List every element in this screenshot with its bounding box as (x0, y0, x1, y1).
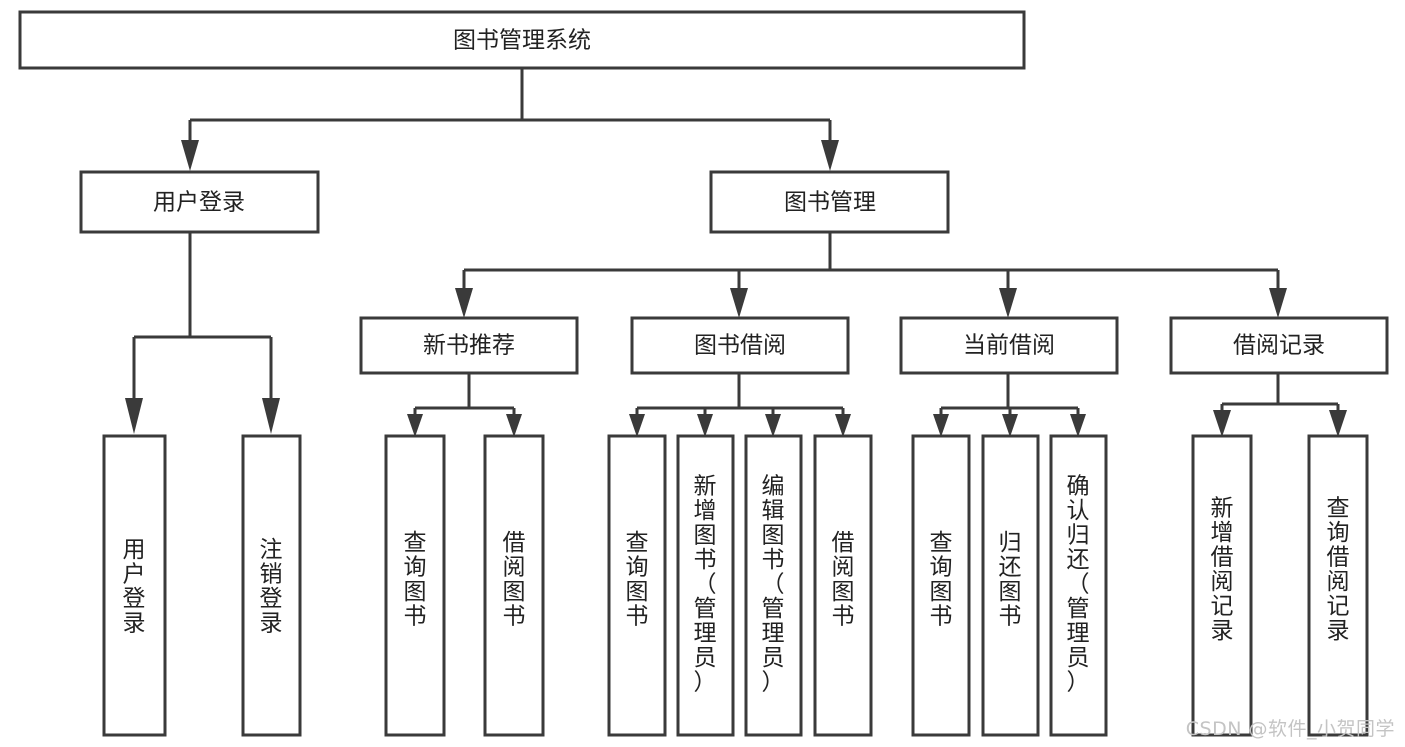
node-borrow-record-label: 借阅记录 (1233, 333, 1325, 359)
node-leaf-query-book-1[interactable]: 查询图书 (384, 434, 446, 737)
csdn-watermark: CSDN @软件_小贺同学 (1185, 718, 1395, 740)
node-leaf-add-book-box[interactable] (676, 434, 735, 737)
arrow-bb-leaf-4 (835, 414, 851, 437)
node-book-borrow[interactable]: 图书借阅 (630, 316, 850, 375)
arrow-cb-leaf-1 (933, 414, 949, 437)
node-leaf-return-book[interactable]: 归还图书 (981, 434, 1040, 737)
node-user-login-label: 用户登录 (153, 190, 245, 216)
node-leaf-user-login-box[interactable] (102, 434, 167, 737)
node-leaf-logout-label: 注销登录 (260, 537, 283, 637)
node-user-login[interactable]: 用户登录 (79, 170, 320, 234)
arrow-root-to-book-manage (821, 140, 839, 171)
node-current-borrow-label: 当前借阅 (963, 333, 1055, 359)
node-leaf-borrow-book-1-label: 借阅图书 (503, 530, 526, 630)
arrow-bm-to-current-borrow (999, 288, 1017, 318)
arrow-cb-leaf-3 (1070, 414, 1086, 437)
edge-group-borrow-record (1213, 373, 1347, 437)
arrow-br-leaf-1 (1213, 410, 1231, 437)
node-leaf-query-record-label: 查询借阅记录 (1327, 495, 1350, 644)
node-leaf-return-book-label: 归还图书 (999, 530, 1022, 630)
edge-group-current-borrow (933, 373, 1086, 437)
node-leaf-return-book-box[interactable] (981, 434, 1040, 737)
node-leaf-borrow-book-2-label: 借阅图书 (832, 530, 855, 630)
node-user-login-box[interactable] (79, 170, 320, 234)
node-leaf-logout-box[interactable] (241, 434, 302, 737)
arrow-cb-leaf-2 (1002, 414, 1018, 437)
node-new-book-recommend[interactable]: 新书推荐 (359, 316, 579, 375)
node-leaf-add-book-label: 新增图书（管理员） (694, 474, 717, 696)
node-new-book-recommend-label: 新书推荐 (423, 333, 515, 359)
edge-group-root (181, 68, 839, 171)
node-leaf-query-book-3-box[interactable] (911, 434, 971, 737)
node-leaf-logout[interactable]: 注销登录 (241, 434, 302, 737)
node-leaf-query-book-2-box[interactable] (607, 434, 667, 737)
node-leaf-confirm-return[interactable]: 确认归还（管理员） (1049, 434, 1108, 737)
node-leaf-confirm-return-label: 确认归还（管理员） (1067, 474, 1090, 696)
node-leaf-query-book-2-label: 查询图书 (626, 530, 649, 630)
node-leaf-edit-book-box[interactable] (744, 434, 803, 737)
node-leaf-add-record[interactable]: 新增借阅记录 (1191, 434, 1253, 737)
node-borrow-record[interactable]: 借阅记录 (1169, 316, 1389, 375)
arrow-bm-to-borrow-record (1269, 288, 1287, 318)
node-book-manage[interactable]: 图书管理 (709, 170, 950, 234)
arrow-bm-to-book-borrow (730, 288, 748, 318)
node-leaf-edit-book-label: 编辑图书（管理员） (762, 474, 785, 696)
node-leaf-user-login[interactable]: 用户登录 (102, 434, 167, 737)
arrow-bb-leaf-1 (629, 414, 645, 437)
node-book-manage-label: 图书管理 (784, 190, 876, 216)
node-leaf-query-record[interactable]: 查询借阅记录 (1307, 434, 1369, 737)
node-leaf-add-book[interactable]: 新增图书（管理员） (676, 434, 735, 737)
arrow-nbr-leaf-1 (407, 414, 423, 437)
node-book-manage-box[interactable] (709, 170, 950, 234)
node-leaf-borrow-book-1-box[interactable] (483, 434, 545, 737)
node-leaf-confirm-return-box[interactable] (1049, 434, 1108, 737)
edge-group-book-borrow (629, 373, 851, 437)
node-borrow-record-box[interactable] (1169, 316, 1389, 375)
node-leaf-add-record-box[interactable] (1191, 434, 1253, 737)
arrow-bb-leaf-3 (765, 414, 781, 437)
arrow-nbr-leaf-2 (506, 414, 522, 437)
node-leaf-query-book-3-label: 查询图书 (930, 530, 953, 630)
arrow-bb-leaf-2 (697, 414, 713, 437)
node-book-borrow-label: 图书借阅 (694, 333, 786, 359)
node-leaf-query-book-1-label: 查询图书 (404, 530, 427, 630)
node-leaf-query-book-2[interactable]: 查询图书 (607, 434, 667, 737)
edge-group-new-book-recommend (407, 373, 522, 437)
edge-group-book-manage (455, 232, 1287, 318)
arrow-user-login-leaf-2 (262, 398, 280, 434)
arrow-br-leaf-2 (1329, 410, 1347, 437)
arrow-root-to-user-login (181, 140, 199, 171)
node-leaf-edit-book[interactable]: 编辑图书（管理员） (744, 434, 803, 737)
node-leaf-query-book-3[interactable]: 查询图书 (911, 434, 971, 737)
node-leaf-borrow-book-1[interactable]: 借阅图书 (483, 434, 545, 737)
node-new-book-recommend-box[interactable] (359, 316, 579, 375)
edge-group-user-login (125, 232, 280, 434)
node-current-borrow-box[interactable] (899, 316, 1119, 375)
node-leaf-query-book-1-box[interactable] (384, 434, 446, 737)
node-root-box[interactable] (18, 10, 1026, 70)
node-book-borrow-box[interactable] (630, 316, 850, 375)
node-leaf-user-login-label: 用户登录 (123, 537, 146, 637)
node-root[interactable]: 图书管理系统 (18, 10, 1026, 70)
node-leaf-borrow-book-2[interactable]: 借阅图书 (813, 434, 873, 737)
arrow-bm-to-new-book (455, 288, 473, 318)
node-root-label: 图书管理系统 (453, 28, 591, 54)
node-current-borrow[interactable]: 当前借阅 (899, 316, 1119, 375)
node-leaf-borrow-book-2-box[interactable] (813, 434, 873, 737)
node-leaf-add-record-label: 新增借阅记录 (1211, 495, 1234, 644)
arrow-user-login-leaf-1 (125, 398, 143, 434)
node-leaf-query-record-box[interactable] (1307, 434, 1369, 737)
